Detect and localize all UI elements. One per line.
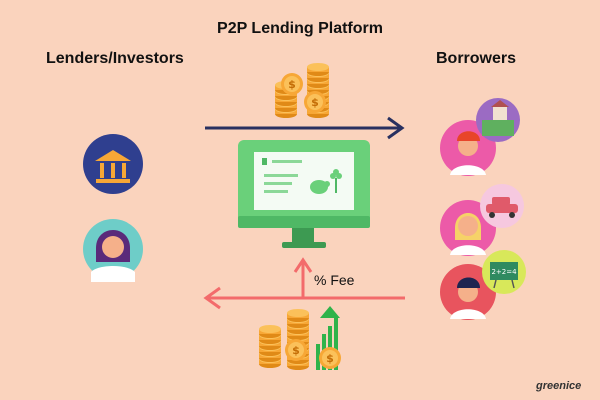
- investor-avatar: [83, 219, 143, 282]
- diagram-title: P2P Lending Platform: [217, 20, 383, 37]
- bank-icon: [83, 134, 143, 194]
- coin-stack-icon: [275, 63, 329, 118]
- arrow-to-lenders: [203, 286, 405, 310]
- plant-icon: [330, 169, 342, 193]
- fee-coins-growth: [259, 306, 341, 370]
- computer-monitor-icon: [238, 140, 370, 248]
- car-icon: [480, 184, 524, 228]
- fee-arrow: [293, 257, 313, 298]
- borrower-avatar-3: [440, 264, 496, 320]
- chalkboard-icon: 2+2=4: [482, 250, 526, 294]
- fee-label: % Fee: [314, 272, 355, 288]
- borrowers-label: Borrowers: [436, 50, 517, 67]
- brand-logo: greenice: [536, 380, 582, 392]
- chalkboard-text: 2+2=4: [491, 268, 517, 276]
- lenders-label: Lenders/Investors: [46, 50, 184, 67]
- arrow-to-borrowers: [205, 116, 405, 140]
- house-icon: [476, 98, 520, 142]
- piggy-bank-icon: [310, 180, 330, 194]
